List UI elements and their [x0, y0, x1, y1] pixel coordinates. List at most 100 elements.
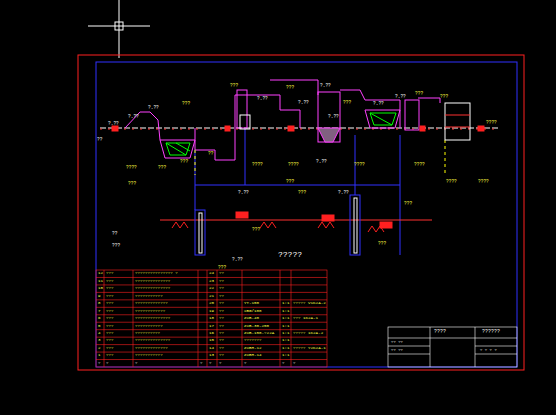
table-cell: 21 — [209, 294, 214, 298]
table-cell: ??????????? — [135, 353, 163, 357]
pipe-label: ???? — [126, 166, 137, 171]
title-block — [388, 327, 517, 367]
pipe-label: ?.?? — [232, 258, 243, 263]
table-cell: 12 — [98, 271, 103, 275]
table-cell: 20 — [209, 301, 214, 305]
pipe-label: ???? — [252, 163, 263, 168]
crosshair-cursor — [88, 0, 150, 58]
pipe-label: ?.?? — [238, 191, 249, 196]
pipe-label: ?? — [97, 138, 102, 143]
table-cell: 1:1 — [282, 316, 290, 320]
table-cell: ?? — [219, 353, 224, 357]
table-cell: ??? — [106, 271, 114, 275]
table-cell: 1:1 — [282, 338, 290, 342]
pipe-label: ???? — [446, 180, 457, 185]
table-cell: 24 — [209, 271, 214, 275]
table-cell: ZXB-40 — [244, 316, 259, 320]
pipe-label: ???? — [486, 121, 497, 126]
pipe-label: ???? — [354, 163, 365, 168]
pipe-label: ?.?? — [108, 122, 119, 127]
table-cell: ?? — [219, 286, 224, 290]
table-cell: ??? — [106, 294, 114, 298]
table-cell: 1:1 — [282, 309, 290, 313]
table-cell: 1:1 — [282, 331, 290, 335]
table-cell: XBG/100 — [244, 309, 262, 313]
pipe-label: ??? — [343, 101, 351, 106]
table-cell: ? — [244, 361, 247, 365]
pipe-label: ??? — [440, 95, 448, 100]
table-cell: 1:1 — [282, 324, 290, 328]
table-cell: ??? — [106, 346, 114, 350]
table-cell: ? — [98, 361, 101, 365]
table-cell: 16 — [209, 331, 214, 335]
table-cell: 8 — [98, 301, 101, 305]
pipe-label: ?? — [208, 152, 213, 157]
table-cell: 9 — [98, 294, 101, 298]
table-cell: ????? Y2K2A-1 — [293, 346, 326, 350]
table-cell: ?? — [219, 346, 224, 350]
pipe-label: ?.?? — [298, 101, 309, 106]
table-cell: ? — [106, 361, 109, 365]
table-cell: ??????? — [244, 338, 262, 342]
table-cell: 22 — [209, 286, 214, 290]
table-cell: 1:1 — [282, 301, 290, 305]
table-cell: ZXB-150-?22A — [244, 331, 274, 335]
pipe-label: ?.?? — [320, 84, 331, 89]
table-cell: ?? — [219, 301, 224, 305]
table-cell: ??????????????? ? — [135, 271, 178, 275]
pipe-label: ???? — [288, 163, 299, 168]
table-cell: ??? — [106, 301, 114, 305]
pipe-label: ??? — [252, 228, 260, 233]
table-cell: 11 — [98, 279, 103, 283]
table-cell: ?? — [219, 279, 224, 283]
table-cell: ??? — [106, 286, 114, 290]
table-cell: ?? — [219, 331, 224, 335]
pipe-label: ??? — [112, 244, 120, 249]
pipe-label: ??? — [286, 86, 294, 91]
pipe-label: ??? — [180, 160, 188, 165]
table-cell: ? — [135, 361, 138, 365]
pipe-label: ?.?? — [148, 106, 159, 111]
table-cell: ?? — [219, 316, 224, 320]
table-cell: ZXB-30-250 — [244, 324, 269, 328]
table-cell: ?? ?? — [391, 340, 403, 344]
pipe-label: ???? — [414, 163, 425, 168]
table-cell: ??? — [106, 331, 114, 335]
pipe-label: ?.?? — [328, 115, 339, 120]
pipe-label: ??? — [404, 202, 412, 207]
table-cell: 6 — [98, 316, 101, 320]
table-cell: ??? — [106, 316, 114, 320]
main-pipeline — [100, 80, 498, 255]
outer-frame — [78, 55, 524, 370]
table-cell: ?????? — [482, 330, 500, 335]
table-cell: ?????????? — [135, 331, 160, 335]
pipe-label: ??? — [128, 182, 136, 187]
table-cell: ????? V1K2A-2 — [293, 301, 326, 305]
table-cell: 10 — [98, 286, 103, 290]
table-cell: ? — [293, 361, 296, 365]
table-cell: ??? — [106, 309, 114, 313]
pipe-label: ?.?? — [257, 97, 268, 102]
table-cell: ?? — [219, 309, 224, 313]
table-cell: ?????????????? — [135, 286, 170, 290]
table-cell: 13 — [209, 353, 214, 357]
pipe-label: ??? — [230, 84, 238, 89]
parts-table — [96, 270, 327, 367]
table-cell: 3 — [98, 338, 101, 342]
table-cell: ? — [219, 361, 222, 365]
pipe-label: ??? — [286, 180, 294, 185]
table-cell: YT-150 — [244, 301, 259, 305]
table-cell: ?? — [219, 338, 224, 342]
inner-frame — [96, 62, 517, 367]
table-cell: 1 — [98, 353, 101, 357]
table-cell: 1:1 — [282, 353, 290, 357]
table-cell: ?????????????? — [135, 338, 170, 342]
table-cell: ?? — [219, 271, 224, 275]
pipe-label: ???? — [478, 180, 489, 185]
drawing-title: ????? — [278, 251, 302, 259]
table-cell: ZXBH-12 — [244, 346, 262, 350]
table-cell: ?????????????? — [135, 316, 170, 320]
pipe-label: ?.?? — [395, 95, 406, 100]
table-cell: ????????????? — [135, 346, 168, 350]
